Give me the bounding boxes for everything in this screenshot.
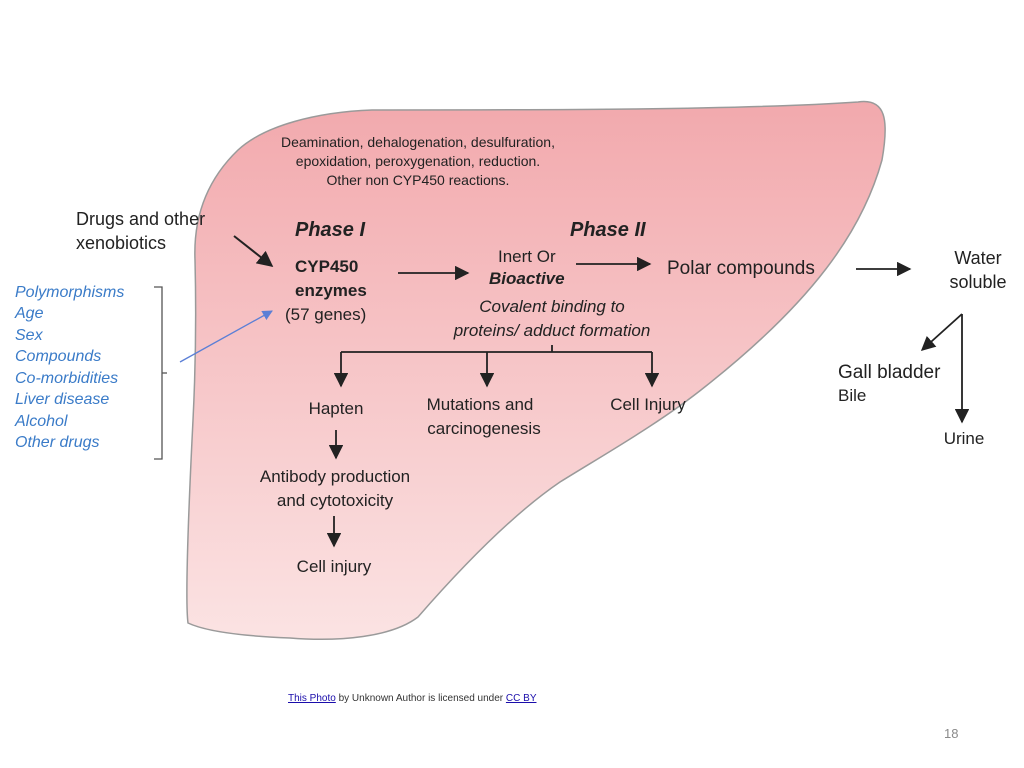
risk-factor-item: Other drugs [15,434,99,451]
covalent-line2: proteins/ adduct formation [453,321,651,340]
cell-injury-bottom-label: Cell injury [297,557,372,576]
input-label-line2: xenobiotics [76,233,166,253]
gall-bladder-label: Gall bladder [838,362,941,383]
phase1-title: Phase I [295,219,365,241]
risk-factor-item: Compounds [15,348,101,365]
water-soluble-line1: Water [954,248,1001,268]
risk-factor-item: Alcohol [14,413,68,430]
risk-factor-item: Sex [15,327,44,344]
bioactive-label: Bioactive [489,269,565,288]
antibody-line1: Antibody production [260,467,410,486]
credit-text: by Unknown Author is licensed under [335,693,506,704]
photo-link[interactable]: This Photo [288,693,336,704]
risk-factors-bracket [154,286,163,460]
polar-compounds-label: Polar compounds [667,258,815,279]
phase1-enzyme-line2: enzymes [295,281,367,300]
phase1-genes: (57 genes) [285,305,366,324]
branch-connector [341,345,652,353]
license-link[interactable]: CC BY [505,693,537,704]
reactions-note-line3: Other non CYP450 reactions. [327,172,510,188]
bile-label: Bile [838,386,866,405]
reactions-note-line2: epoxidation, peroxygenation, reduction. [296,153,540,169]
risk-factors-arrow [179,310,273,363]
input-label-line1: Drugs and other [76,209,205,229]
page-number: 18 [944,726,959,741]
mutations-line2: carcinogenesis [427,419,540,438]
risk-factor-item: Liver disease [15,391,109,408]
risk-factor-item: Co-morbidities [15,370,118,387]
water-to-gall-arrow [920,313,963,351]
antibody-line2: and cytotoxicity [277,491,394,510]
urine-label: Urine [944,429,985,448]
input-arrow [233,235,274,267]
mutations-line1: Mutations and [427,395,534,414]
hapten-label: Hapten [309,399,364,418]
water-soluble-line2: soluble [949,272,1006,292]
risk-factor-item: Polymorphisms [15,284,124,301]
covalent-line1: Covalent binding to [479,297,625,316]
image-credit: This Photo by Unknown Author is licensed… [288,693,536,704]
reactions-note-line1: Deamination, dehalogenation, desulfurati… [281,134,555,150]
inert-or-label: Inert Or [498,247,556,266]
phase1-enzyme-line1: CYP450 [295,257,358,276]
cell-injury-top-label: Cell Injury [610,395,686,414]
liver-shape [186,100,886,640]
phase2-title: Phase II [570,219,646,241]
risk-factor-item: Age [14,305,44,322]
